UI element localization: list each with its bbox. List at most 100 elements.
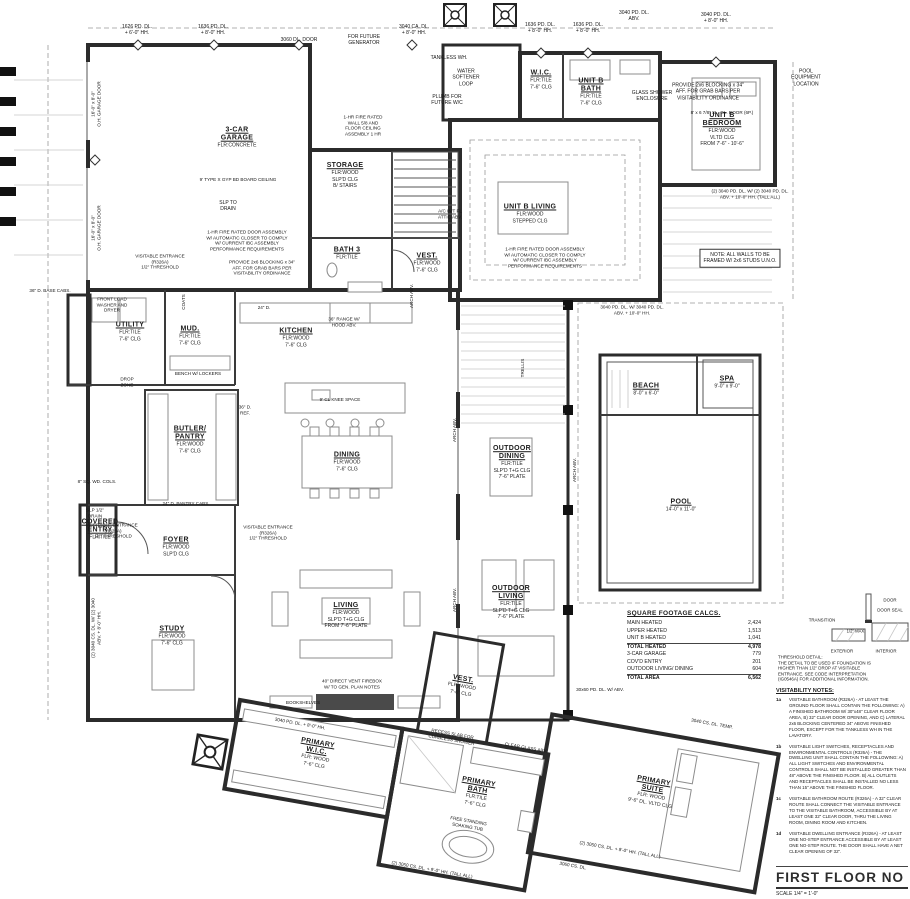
sqft-row-value: 2,424 [748, 620, 761, 626]
annotation: 3060 DL. DOOR [280, 36, 318, 43]
annotation: 8' x 6 7/8" SL. GL. DOOR (6P.) [690, 110, 754, 116]
sqft-row-label: OUTDOOR LIVING/ DINING [627, 666, 694, 673]
room-subtext: FLR:TILE [89, 534, 111, 541]
dimension-lines [47, 27, 794, 720]
annotation: 1-HR FIRE RATED DOOR ASSEMBLY W/ AUTOMAT… [206, 229, 288, 252]
annotation: BENCH W/ LOCKERS [174, 371, 222, 377]
annotation: 24" D. PANTRY CABS. [162, 501, 210, 507]
sqft-table-title: SQUARE FOOTAGE CALCS. [627, 610, 721, 617]
room-subtext: STEPPED CLG [512, 218, 548, 225]
room-subtext: FLR:WOOD [176, 441, 204, 448]
door-swings [115, 249, 415, 601]
sqft-row-value: 6,562 [748, 674, 761, 681]
room-subtext: FLR:TILE [119, 329, 141, 336]
annotation: 3040 PD. DL. + 8'-0" HH. [700, 11, 732, 24]
sheet-scale: SCALE 1/4" = 1'-0" [776, 891, 908, 899]
room-name: POOL [670, 498, 692, 506]
room-subtext: 14'-0" x 11'-0" [665, 506, 697, 513]
room-subtext: FROM 7'-6" PLATE [324, 623, 368, 630]
room-subtext: FLR:TILE [501, 461, 523, 468]
visitability-notes-title: VISITABILITY NOTES: [776, 688, 834, 694]
annotation: 1626 PD. DL. + 6'-0" HH. [121, 23, 153, 36]
room-subtext: FLR:WOOD [333, 459, 361, 466]
annotation: PROVIDE 2x6 BLOCKING x 34" AFF. FOR GRAB… [672, 82, 744, 102]
annotation: 40" DIRECT VENT FIREBOX W/ TO GEN. PLAN … [322, 678, 382, 689]
annotation: BOOKSHELVES [285, 700, 321, 706]
sqft-row-label: MAIN HEATED [627, 620, 663, 626]
sqft-row-label: COV'D ENTRY [627, 658, 662, 665]
annotation: 3040 PD. DL. W/ 3040 PD. DL. ABV. + 10'-… [600, 304, 664, 315]
annotation: 3060 CS. DL. [559, 860, 588, 871]
sqft-row-value: 201 [752, 658, 761, 665]
annotation: 1636 PD. DL. + 8'-0" HH. [524, 21, 556, 34]
room-name: 3-CAR GARAGE [220, 126, 254, 142]
sqft-row-value: 4,978 [748, 643, 761, 650]
room-subtext: SLP'D CLG [332, 176, 358, 183]
room-subtext: FLR:TILE [336, 254, 358, 261]
sqft-row-value: 1,041 [748, 635, 761, 642]
annotation: A/C IN'T FL ATTIC ABV. [438, 208, 462, 219]
room-subtext: FLR:WOOD [162, 544, 190, 551]
room-subtext: FLR:WOOD [708, 128, 736, 135]
room-subtext: FLR:TILE [580, 93, 602, 100]
title-block: FIRST FLOOR NO SCALE 1/4" = 1'-0" [776, 866, 908, 899]
annotation: (2) 3050 CS. DL. + 8'-0" HH. (TALL ALL) [579, 840, 661, 860]
room-name: UTILITY [115, 321, 145, 329]
note-number: 1c [776, 796, 782, 802]
annotation: 16'-0" x 8'-0" O.H. GARAGE DOOR [90, 81, 101, 127]
room-subtext: B/ STAIRS [333, 183, 357, 190]
annotation: DROP ZONE [120, 376, 134, 387]
annotation: RECESS SLAB FOR CURBLESS SHOWER [428, 727, 476, 746]
room-name: BEACH [632, 382, 660, 390]
sheet-title: FIRST FLOOR NO [776, 870, 908, 889]
annotation: 36" D. BASE CABS. [29, 288, 71, 294]
room-name: UNIT B BEDROOM [702, 112, 742, 128]
room-name: STORAGE [326, 162, 364, 170]
trellis-louvers [461, 305, 565, 424]
interior-walls [68, 53, 564, 720]
room-subtext: FLR:TILE [500, 601, 522, 608]
annotation: GLASS SHOWER ENCLOSURE [631, 89, 673, 102]
room-subtext: 7'-6" CLG [416, 267, 438, 274]
note-text: VISITABLE BATHROOM ROUTE (R326A) - A 32"… [789, 796, 902, 825]
room-subtext: 7'-6" PLATE [497, 614, 525, 621]
room-subtext: FLR:WOOD [282, 335, 310, 342]
room-subtext: 7'-6" CLG [580, 100, 602, 107]
note-text: VISITABLE BATHROOM (R326A) - AT LEAST TH… [789, 697, 905, 738]
room-subtext: 7'-6" CLG [179, 448, 201, 455]
annotation: 1636 PD. DL. + 8'-0" HH. [572, 21, 604, 34]
annotation: ARCH ABV. [452, 417, 458, 443]
room-subtext: 8'-0" x 6'-0" [633, 390, 659, 397]
annotation: ARCH ABV. [572, 457, 578, 483]
room-name: LIVING [333, 602, 359, 610]
annotation: SLP 1/2" DRAIN [86, 507, 104, 518]
note-number: 1d [776, 830, 782, 836]
annotation: (2) 3040 CS. DL. W/ (2) 3040 ABV. + 8'-0… [90, 598, 101, 658]
room-subtext: SLP'D T+G CLG [327, 616, 365, 623]
annotation: COATS [181, 294, 187, 310]
room-subtext: SLP'D T+G CLG [492, 607, 530, 614]
note-number: 1b [776, 743, 782, 749]
room-name: SPA [719, 375, 735, 383]
sqft-row-value: 1,513 [748, 627, 761, 634]
annotation: 3040 CS. DL. TEMP. [690, 717, 734, 730]
note-number: 1a [776, 697, 782, 702]
room-name: STUDY [159, 625, 185, 633]
room-subtext: SLP'D CLG [163, 551, 189, 558]
annotation: EXTERIOR [830, 648, 854, 654]
annotation: DOOR SEAL [877, 607, 903, 613]
